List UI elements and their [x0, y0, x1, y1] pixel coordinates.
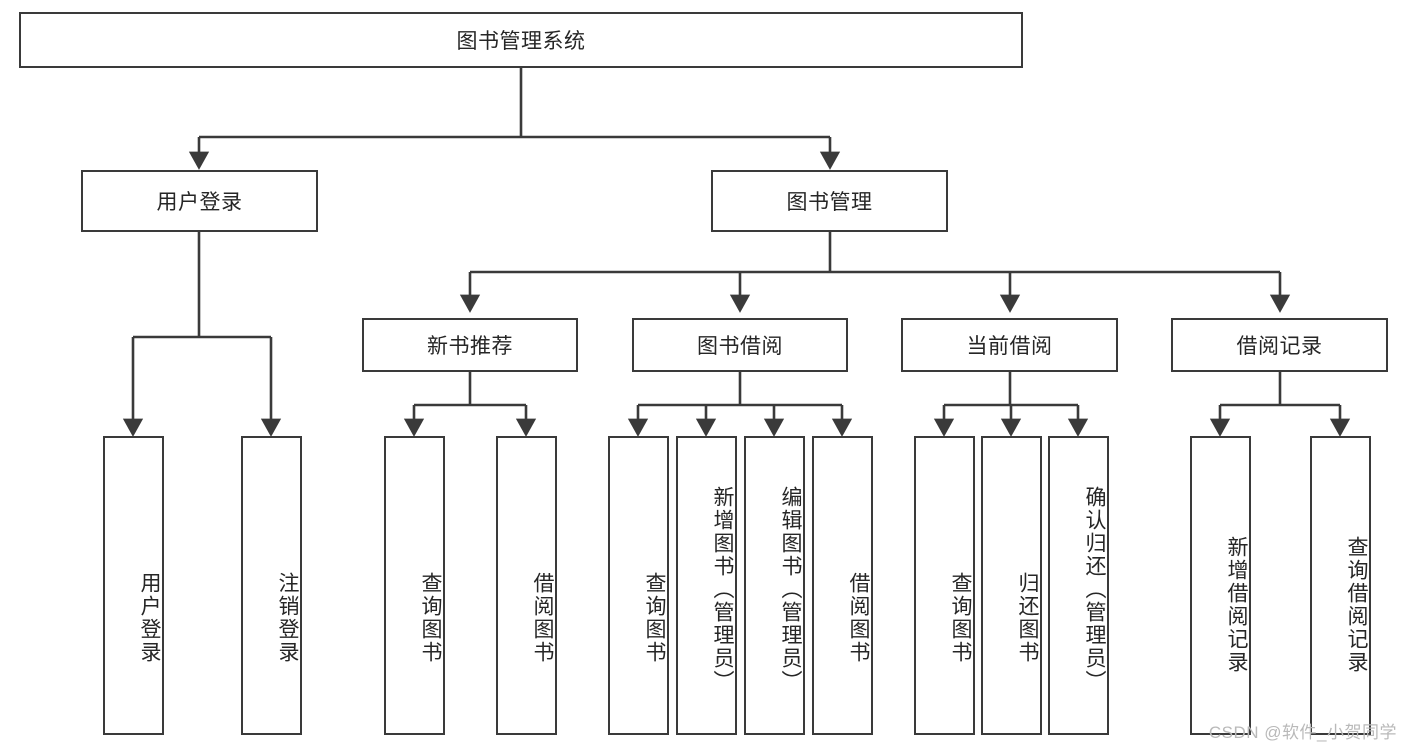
leaf-query-book-borrow[interactable]: 查询图书 — [608, 436, 669, 735]
node-new-book-recommend[interactable]: 新书推荐 — [362, 318, 578, 372]
leaf-label: 新增借阅记录 — [1225, 535, 1248, 674]
leaf-label: 查询图书 — [643, 571, 666, 664]
leaf-label: 用户登录 — [138, 571, 161, 664]
leaf-borrow-book-recommend[interactable]: 借阅图书 — [496, 436, 557, 735]
node-user-login[interactable]: 用户登录 — [81, 170, 318, 232]
leaf-label: 查询图书 — [949, 571, 972, 664]
leaf-label: 确认归还（管理员） — [1083, 486, 1106, 693]
leaf-label: 新增图书（管理员） — [711, 486, 734, 693]
leaf-confirm-return-admin[interactable]: 确认归还（管理员） — [1048, 436, 1109, 735]
leaf-add-borrow-record[interactable]: 新增借阅记录 — [1190, 436, 1251, 735]
leaf-add-book-admin[interactable]: 新增图书（管理员） — [676, 436, 737, 735]
leaf-label: 查询借阅记录 — [1345, 535, 1368, 674]
leaf-query-book-recommend[interactable]: 查询图书 — [384, 436, 445, 735]
node-book-borrow[interactable]: 图书借阅 — [632, 318, 848, 372]
node-current-borrow[interactable]: 当前借阅 — [901, 318, 1118, 372]
leaf-edit-book-admin[interactable]: 编辑图书（管理员） — [744, 436, 805, 735]
leaf-label: 归还图书 — [1016, 571, 1039, 664]
leaf-query-borrow-record[interactable]: 查询借阅记录 — [1310, 436, 1371, 735]
leaf-label: 借阅图书 — [531, 571, 554, 664]
leaf-label: 借阅图书 — [847, 571, 870, 664]
leaf-borrow-book[interactable]: 借阅图书 — [812, 436, 873, 735]
node-borrow-record[interactable]: 借阅记录 — [1171, 318, 1388, 372]
leaf-query-book-current[interactable]: 查询图书 — [914, 436, 975, 735]
leaf-return-book[interactable]: 归还图书 — [981, 436, 1042, 735]
leaf-label: 查询图书 — [419, 571, 442, 664]
node-root-system[interactable]: 图书管理系统 — [19, 12, 1023, 68]
node-book-management[interactable]: 图书管理 — [711, 170, 948, 232]
leaf-user-login[interactable]: 用户登录 — [103, 436, 164, 735]
csdn-watermark: CSDN @软件_小贺同学 — [1208, 723, 1397, 742]
leaf-label: 编辑图书（管理员） — [779, 486, 802, 693]
leaf-label: 注销登录 — [276, 571, 299, 664]
leaf-logout-login[interactable]: 注销登录 — [241, 436, 302, 735]
